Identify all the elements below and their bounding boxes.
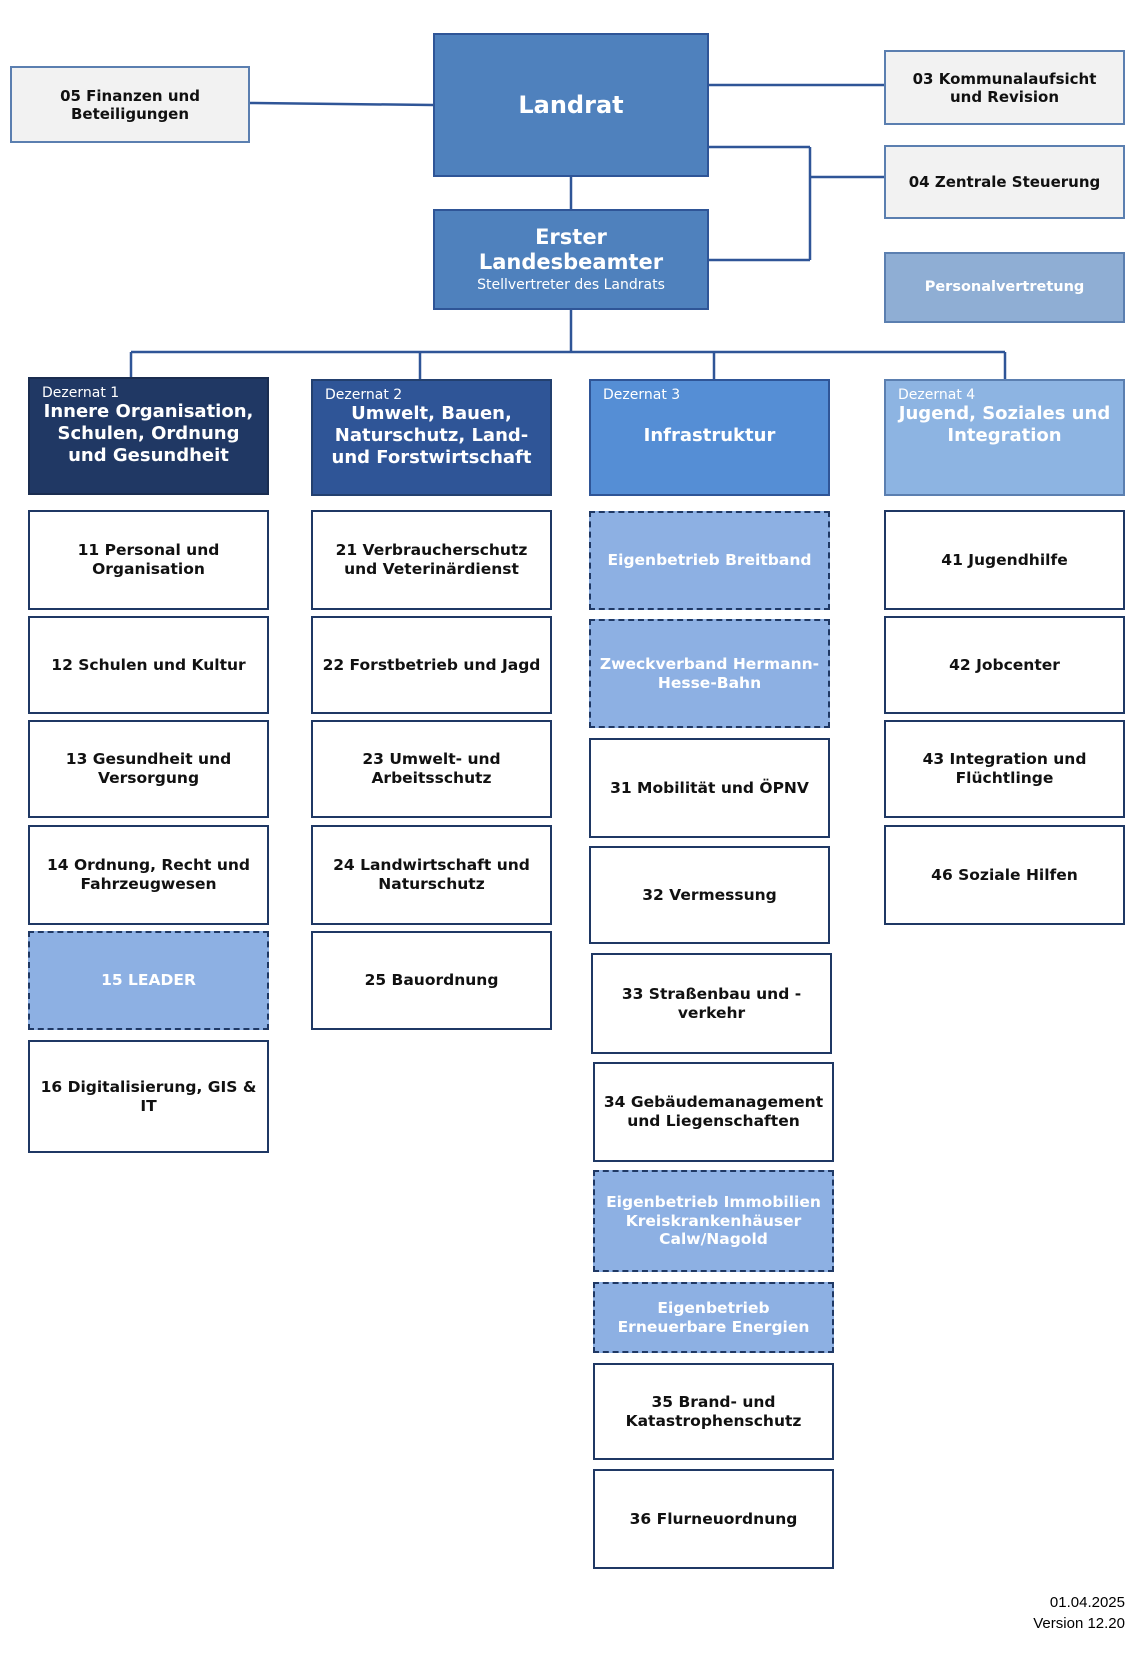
- unit-eigenbetrieb-breitband: Eigenbetrieb Breitband: [589, 511, 830, 610]
- unit-25-label: 25 Bauordnung: [364, 971, 499, 990]
- unit-34: 34 Gebäudemanagement und Liegenschaften: [593, 1062, 834, 1162]
- footer: 01.04.2025 Version 12.20: [1033, 1592, 1125, 1634]
- unit-36-label: 36 Flurneuordnung: [629, 1509, 798, 1528]
- unit-11: 11 Personal und Organisation: [28, 510, 269, 610]
- unit-22-label: 22 Forstbetrieb und Jagd: [322, 655, 541, 674]
- unit-32: 32 Vermessung: [589, 846, 830, 944]
- unit-14: 14 Ordnung, Recht und Fahrzeugwesen: [28, 825, 269, 925]
- unit-33: 33 Straßenbau und -verkehr: [591, 953, 832, 1054]
- unit-zweckverband-label: Zweckverband Hermann-Hesse-Bahn: [599, 654, 820, 692]
- dezernat-4-label: Dezernat 4: [898, 387, 976, 403]
- unit-13: 13 Gesundheit und Versorgung: [28, 720, 269, 818]
- unit-14-label: 14 Ordnung, Recht und Fahrzeugwesen: [46, 856, 250, 893]
- unit-33-label: 33 Straßenbau und -verkehr: [621, 984, 802, 1022]
- unit-35-label: 35 Brand- und Katastrophenschutz: [625, 1392, 802, 1430]
- unit-15-label: 15 LEADER: [101, 971, 196, 990]
- unit-22: 22 Forstbetrieb und Jagd: [311, 616, 552, 714]
- unit-43-label: 43 Integration und Flüchtlinge: [922, 750, 1087, 787]
- dezernat-3-header: Dezernat 3 Infrastruktur: [589, 379, 830, 496]
- erster-landesbeamter-title: Erster Landesbeamter: [478, 224, 664, 275]
- unit-12-label: 12 Schulen und Kultur: [51, 655, 246, 674]
- unit-36: 36 Flurneuordnung: [593, 1469, 834, 1569]
- staff-personalvertretung-label: Personalvertretung: [924, 278, 1085, 295]
- dezernat-2-title: Umwelt, Bauen, Naturschutz, Land- und Fo…: [331, 403, 532, 468]
- unit-43: 43 Integration und Flüchtlinge: [884, 720, 1125, 818]
- unit-eigenbetrieb-immobilien: Eigenbetrieb Immobilien Kreiskrankenhäus…: [593, 1170, 834, 1272]
- unit-42: 42 Jobcenter: [884, 616, 1125, 714]
- dezernat-4-header: Dezernat 4 Jugend, Soziales und Integrat…: [884, 379, 1125, 496]
- unit-11-label: 11 Personal und Organisation: [77, 541, 220, 578]
- unit-12: 12 Schulen und Kultur: [28, 616, 269, 714]
- unit-24-label: 24 Landwirtschaft und Naturschutz: [333, 856, 530, 893]
- staff-finanzen-label: 05 Finanzen und Beteiligungen: [60, 86, 200, 123]
- unit-42-label: 42 Jobcenter: [949, 655, 1060, 674]
- staff-kommunalaufsicht: 03 Kommunalaufsicht und Revision: [884, 50, 1125, 125]
- dezernat-1-title: Innere Organisation, Schulen, Ordnung un…: [43, 401, 254, 466]
- landrat-title: Landrat: [518, 90, 624, 119]
- unit-eigenbetrieb-breitband-label: Eigenbetrieb Breitband: [607, 551, 812, 570]
- unit-46: 46 Soziale Hilfen: [884, 825, 1125, 925]
- unit-31: 31 Mobilität und ÖPNV: [589, 738, 830, 838]
- unit-41-label: 41 Jugendhilfe: [941, 550, 1068, 569]
- staff-zentrale-steuerung: 04 Zentrale Steuerung: [884, 145, 1125, 219]
- unit-32-label: 32 Vermessung: [642, 885, 777, 904]
- unit-23-label: 23 Umwelt- und Arbeitsschutz: [362, 750, 501, 787]
- dezernat-4-title: Jugend, Soziales und Integration: [898, 403, 1111, 446]
- dezernat-2-header: Dezernat 2 Umwelt, Bauen, Naturschutz, L…: [311, 379, 552, 496]
- unit-16: 16 Digitalisierung, GIS & IT: [28, 1040, 269, 1153]
- unit-41: 41 Jugendhilfe: [884, 510, 1125, 610]
- unit-23: 23 Umwelt- und Arbeitsschutz: [311, 720, 552, 818]
- dezernat-3-label: Dezernat 3: [603, 387, 681, 403]
- dezernat-3-title: Infrastruktur: [643, 424, 776, 446]
- unit-35: 35 Brand- und Katastrophenschutz: [593, 1363, 834, 1460]
- unit-eigenbetrieb-erneuerbare-energien: Eigenbetrieb Erneuerbare Energien: [593, 1282, 834, 1353]
- dezernat-1-label: Dezernat 1: [42, 385, 120, 401]
- unit-31-label: 31 Mobilität und ÖPNV: [610, 778, 809, 797]
- unit-13-label: 13 Gesundheit und Versorgung: [65, 750, 232, 787]
- unit-21: 21 Verbraucherschutz und Veterinärdienst: [311, 510, 552, 610]
- unit-eigenbetrieb-immobilien-label: Eigenbetrieb Immobilien Kreiskrankenhäus…: [606, 1193, 821, 1249]
- unit-eigenbetrieb-erneuerbare-energien-label: Eigenbetrieb Erneuerbare Energien: [617, 1298, 810, 1336]
- staff-kommunalaufsicht-label: 03 Kommunalaufsicht und Revision: [912, 69, 1097, 106]
- staff-finanzen: 05 Finanzen und Beteiligungen: [10, 66, 250, 143]
- landrat-box: Landrat: [433, 33, 709, 177]
- footer-date: 01.04.2025: [1049, 1594, 1125, 1611]
- unit-24: 24 Landwirtschaft und Naturschutz: [311, 825, 552, 925]
- unit-25: 25 Bauordnung: [311, 931, 552, 1030]
- dezernat-2-label: Dezernat 2: [325, 387, 403, 403]
- erster-landesbeamter-box: Erster Landesbeamter Stellvertreter des …: [433, 209, 709, 310]
- footer-version: Version 12.20: [1033, 1615, 1125, 1632]
- dezernat-1-header: Dezernat 1 Innere Organisation, Schulen,…: [28, 377, 269, 495]
- unit-zweckverband-hermann-hesse-bahn: Zweckverband Hermann-Hesse-Bahn: [589, 619, 830, 728]
- unit-34-label: 34 Gebäudemanagement und Liegenschaften: [603, 1093, 824, 1130]
- erster-landesbeamter-subtitle: Stellvertreter des Landrats: [477, 277, 665, 294]
- unit-46-label: 46 Soziale Hilfen: [931, 865, 1078, 884]
- staff-zentrale-steuerung-label: 04 Zentrale Steuerung: [908, 173, 1101, 191]
- unit-16-label: 16 Digitalisierung, GIS & IT: [40, 1077, 257, 1115]
- unit-15: 15 LEADER: [28, 931, 269, 1030]
- staff-personalvertretung: Personalvertretung: [884, 252, 1125, 323]
- unit-21-label: 21 Verbraucherschutz und Veterinärdienst: [335, 541, 528, 578]
